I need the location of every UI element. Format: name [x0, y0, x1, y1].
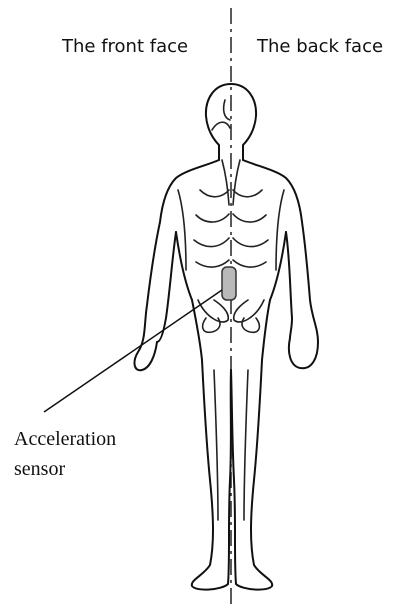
sensor-label: Acceleration sensor — [14, 424, 116, 484]
sensor-label-line-1: Acceleration — [14, 424, 116, 454]
back-face-label: The back face — [257, 36, 383, 57]
front-face-label: The front face — [62, 36, 188, 57]
sensor-label-line-2: sensor — [14, 454, 116, 484]
sensor-leader-line — [44, 290, 222, 412]
acceleration-sensor — [222, 267, 236, 300]
human-body-outline — [135, 84, 318, 590]
